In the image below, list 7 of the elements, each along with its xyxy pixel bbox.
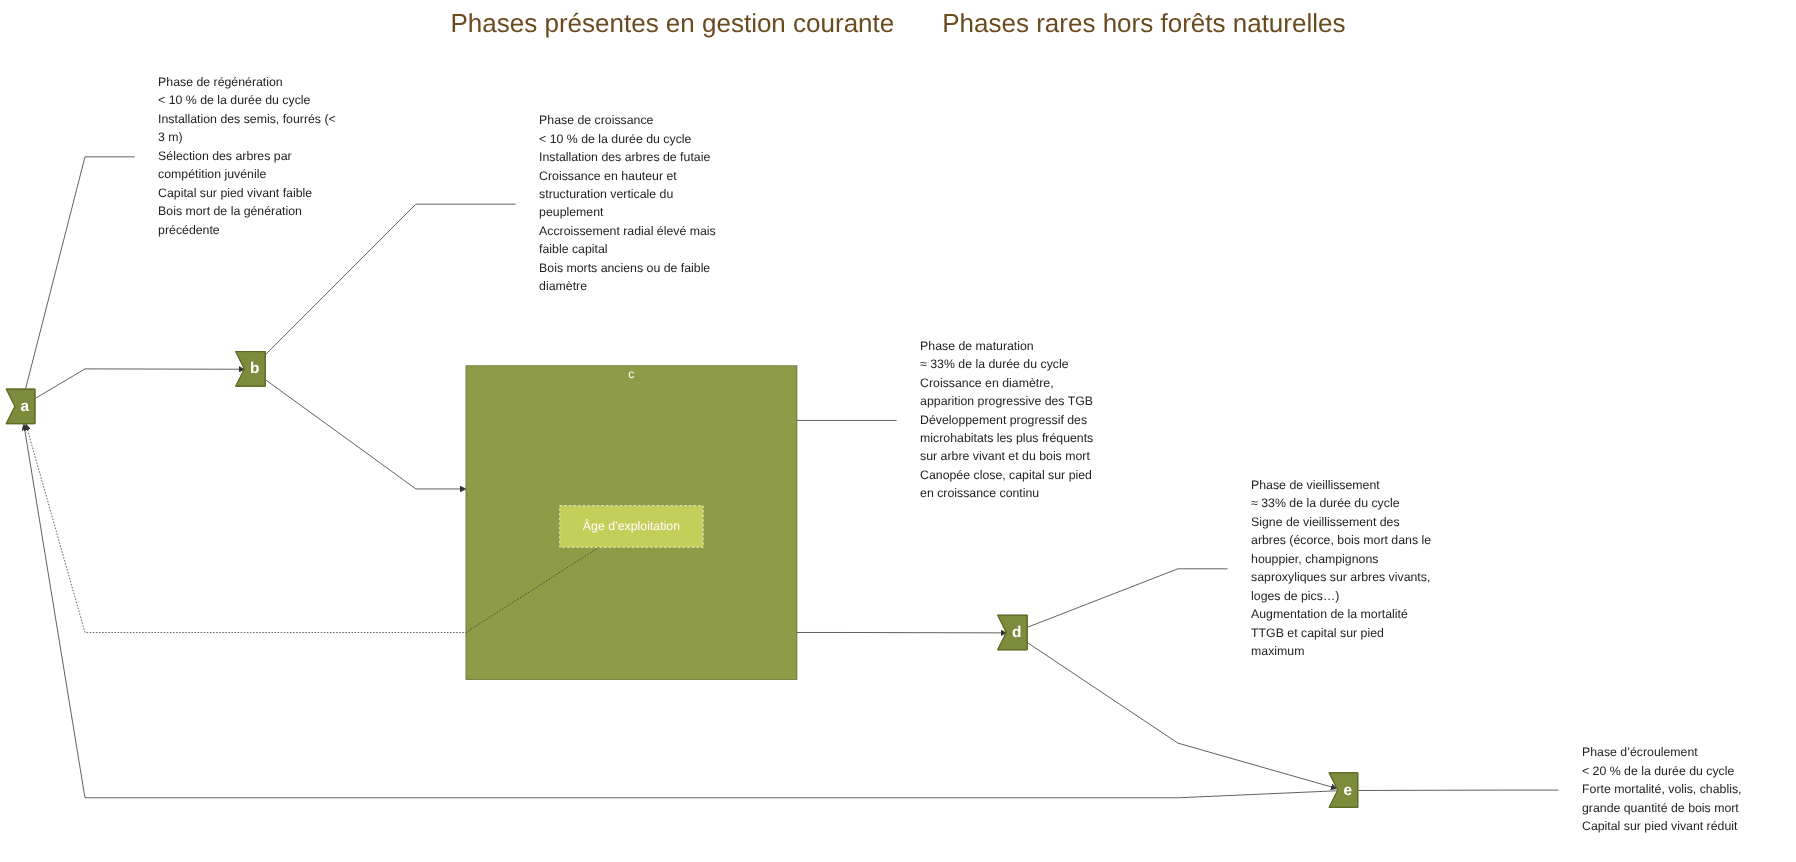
center-note: Phases rares hors forêts naturelles	[942, 8, 1346, 38]
center-note: Phases présentes en gestion courante	[450, 8, 895, 38]
connector	[1027, 567, 1229, 627]
connector	[265, 202, 517, 354]
connector	[796, 419, 898, 420]
connector	[1357, 788, 1560, 790]
connector	[25, 155, 136, 389]
